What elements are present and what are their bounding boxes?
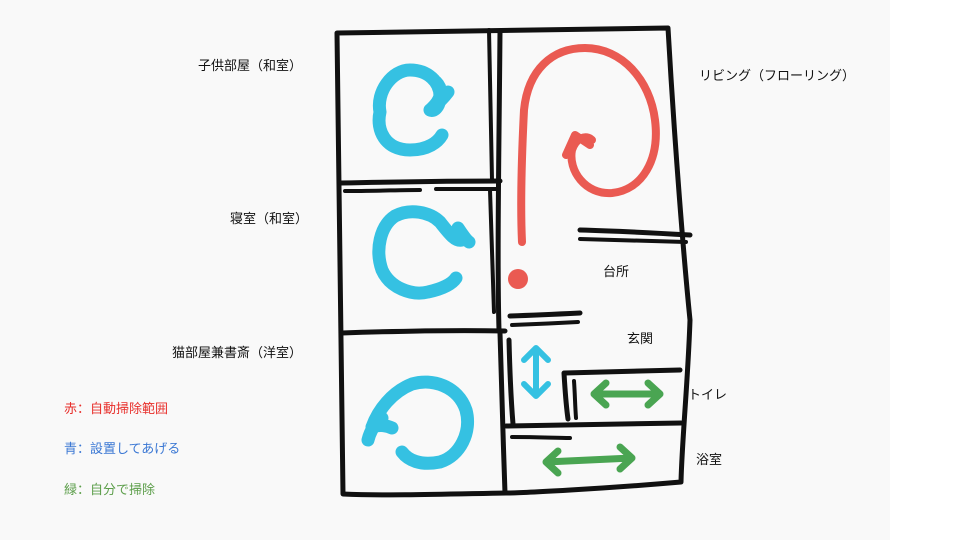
kitchen-wall (577, 227, 693, 238)
legend-green: 緑：自分で掃除 (64, 483, 156, 498)
red-cleaning-path (517, 44, 660, 246)
label-kids-room: 子供部屋（和室） (198, 59, 303, 74)
blue-arrow-hallway (521, 345, 551, 399)
floor-plan (334, 25, 693, 498)
green-arrow-bath (542, 443, 636, 477)
hallway-wall (506, 337, 516, 427)
label-bedroom: 寝室（和室） (230, 212, 309, 227)
kitchen-wall-inner (578, 237, 688, 244)
blue-spiral-kids-room (372, 63, 455, 157)
kids-bedroom-wall (337, 178, 503, 186)
red-start-dot (508, 269, 528, 289)
label-cat-study: 猫部屋兼書斎（洋室） (172, 346, 303, 361)
blue-spiral-cat-room (361, 375, 474, 470)
bath-wall-top (503, 420, 684, 429)
entrance-wall-inner (510, 320, 580, 327)
blue-spiral-bedroom (372, 205, 476, 300)
entrance-wall (507, 310, 583, 319)
bedroom-cat-wall (339, 328, 508, 336)
label-kitchen: 台所 (603, 265, 630, 280)
kids-bedroom-wall-inner (343, 186, 498, 193)
outer-wall (334, 25, 693, 498)
center-wall (495, 29, 503, 333)
label-bath: 浴室 (696, 453, 723, 468)
bath-wall-inner (510, 435, 572, 440)
toilet-wall-top (562, 367, 683, 376)
green-arrow-toilet (590, 379, 664, 409)
legend-blue: 青：設置してあげる (64, 442, 181, 457)
center-wall-double (487, 28, 496, 314)
toilet-wall-inner (572, 379, 578, 420)
cat-room-right-wall (497, 330, 508, 496)
legend-red: 赤：自動掃除範囲 (64, 402, 169, 417)
label-entrance: 玄関 (627, 332, 654, 347)
label-living: リビング（フローリング） (699, 69, 856, 84)
toilet-wall-left (561, 370, 571, 422)
label-toilet: トイレ (688, 388, 728, 403)
slide-canvas: 子供部屋（和室） リビング（フローリング） 寝室（和室） 台所 猫部屋兼書斎（洋… (64, 25, 856, 498)
